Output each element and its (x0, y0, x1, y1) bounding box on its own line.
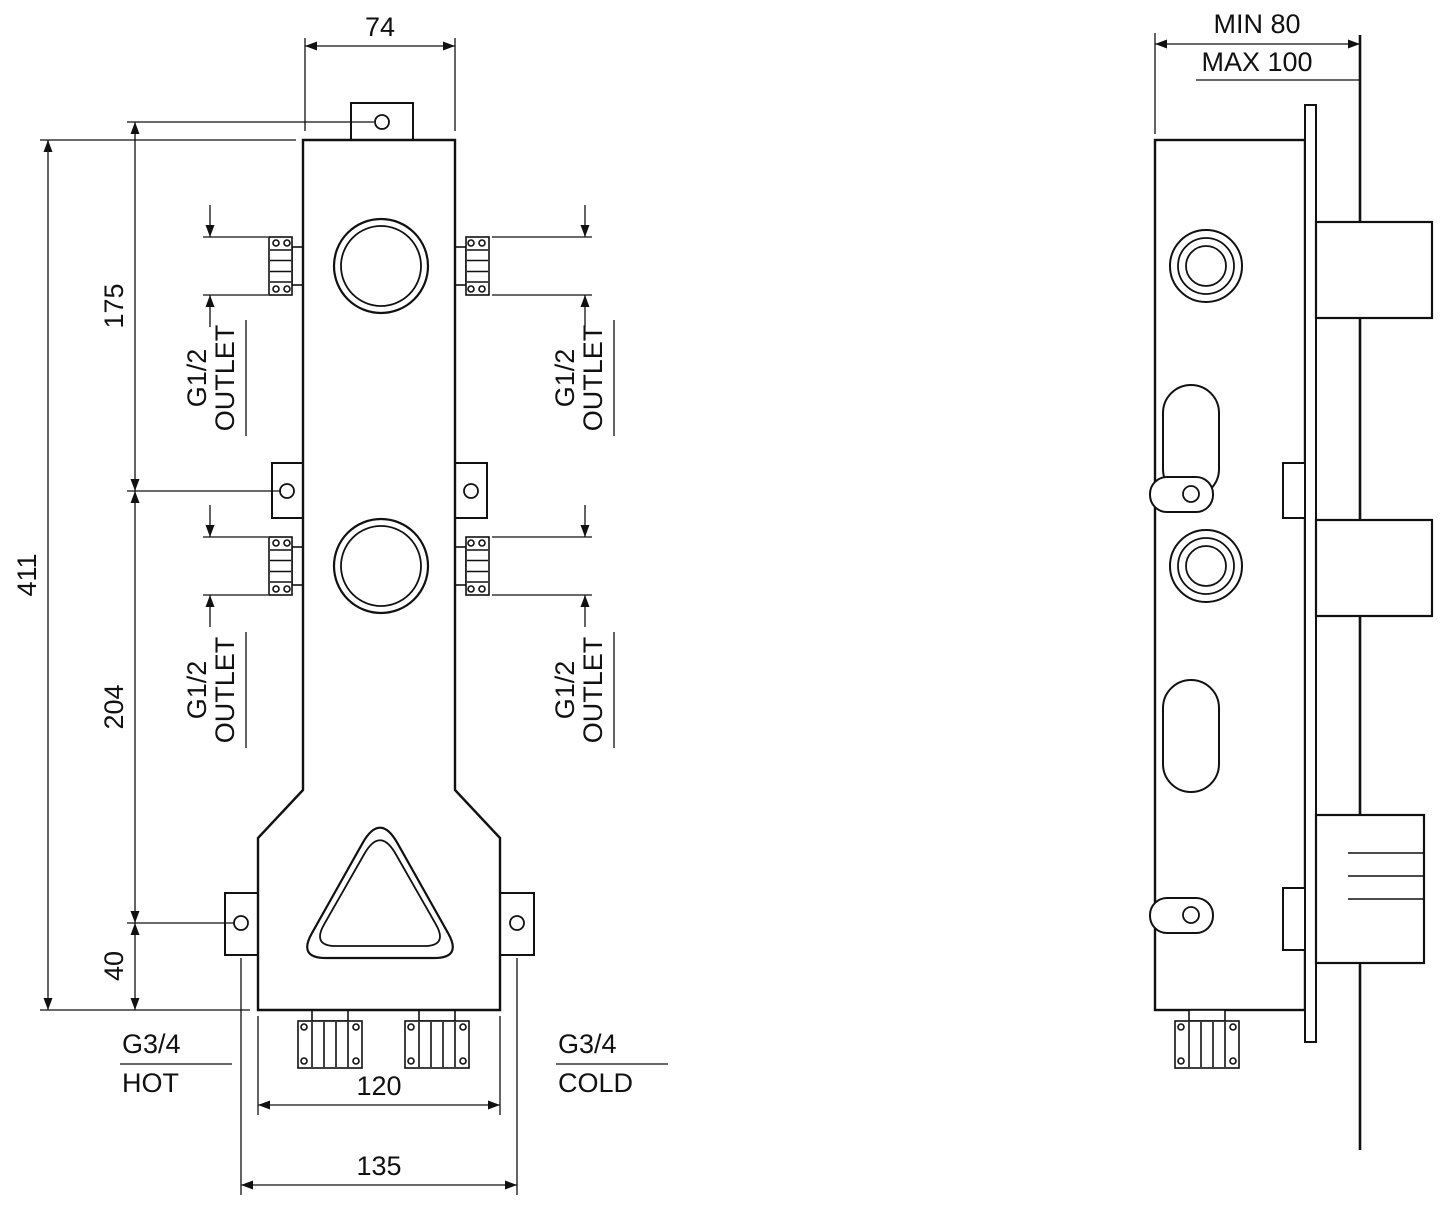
dim-bottom-offset: 40 (99, 951, 129, 981)
front-dimension-labels: 74 411 175 204 40 120 135 G1/2 OUTLET G1… (12, 12, 633, 1181)
handle-bottom (1314, 813, 1426, 965)
handle-bottom-grooves (1348, 852, 1424, 900)
outlet-word-right-top: OUTLET (578, 325, 608, 432)
dim-mount-span: 135 (356, 1151, 401, 1181)
inlet-fittings (297, 1009, 470, 1069)
outlet-thread-right-top: G1/2 (550, 349, 580, 408)
side-inlet-fitting (1174, 1009, 1240, 1069)
side-tabs (1149, 476, 1214, 934)
side-ports (1169, 229, 1243, 603)
dim-total-height: 411 (12, 553, 42, 596)
outlet-thread-right-bottom: G1/2 (550, 661, 580, 720)
dim-lower-pitch: 204 (99, 684, 129, 729)
side-view (1149, 35, 1434, 1150)
outlet-thread-left-bottom: G1/2 (182, 661, 212, 720)
dim-inlet-span: 120 (356, 1071, 401, 1101)
outlet-word-left-top: OUTLET (210, 325, 240, 432)
front-dimensions (40, 38, 668, 1195)
hot-thread: G3/4 (122, 1029, 181, 1059)
side-dimension-labels: MIN 80 MAX 100 (1201, 9, 1312, 77)
hot-word: HOT (122, 1068, 179, 1098)
cartridge-ports (332, 217, 430, 615)
plate-bosses (1282, 462, 1306, 951)
dim-top-width: 74 (365, 12, 395, 42)
side-plate (1304, 104, 1317, 1043)
outlet-word-left-bottom: OUTLET (210, 637, 240, 744)
mounting-holes (233, 114, 525, 931)
front-view (224, 102, 535, 1069)
cold-thread: G3/4 (558, 1029, 617, 1059)
handle-middle (1314, 518, 1434, 618)
dim-depth-min: MIN 80 (1213, 9, 1300, 39)
side-dimensions (1154, 33, 1360, 134)
outlet-word-right-bottom: OUTLET (578, 637, 608, 744)
valve-body-outline (256, 138, 502, 1012)
handle-top (1314, 220, 1434, 320)
diverter-opening (306, 826, 454, 960)
cold-word: COLD (558, 1068, 633, 1098)
dim-depth-max: MAX 100 (1201, 47, 1312, 77)
outlet-thread-left-top: G1/2 (182, 349, 212, 408)
dim-upper-pitch: 175 (99, 283, 129, 328)
